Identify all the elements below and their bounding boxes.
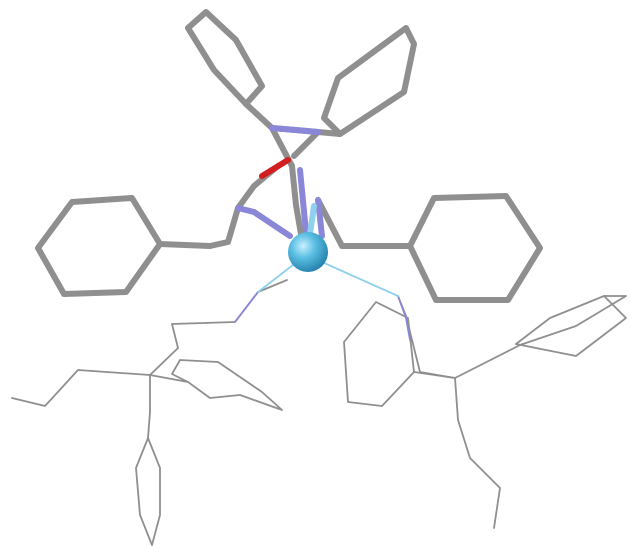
- wire-n-bond-right-2: [405, 317, 411, 341]
- stick-oxygen: [259, 157, 291, 179]
- stick-ring-left: [35, 195, 163, 297]
- stick-bridge-right: [291, 129, 343, 159]
- wire-arm-left: [149, 279, 288, 376]
- wire-phenyl-left: [149, 359, 283, 411]
- stick-ring-top-left: [185, 9, 265, 107]
- stick-ring-top-right: [321, 25, 417, 137]
- wire-arm-right: [397, 295, 456, 379]
- stick-bridge-left: [243, 101, 295, 169]
- stick-coordination: [307, 203, 317, 237]
- coordination-bond-right: [321, 261, 399, 297]
- wire-phenyl-bottom: [135, 374, 161, 546]
- stick-model: [35, 9, 543, 303]
- wire-n-bond-right: [397, 295, 407, 319]
- wire-chain-right: [413, 371, 501, 529]
- stick-chain-right: [315, 197, 413, 249]
- wireframe-fragments: [11, 257, 627, 546]
- wire-phenyl-right-a: [343, 301, 415, 407]
- stick-n-left-2: [235, 205, 257, 215]
- stick-n-top: [269, 125, 299, 133]
- stick-chain-left-lower: [207, 205, 241, 249]
- stick-n-right: [315, 197, 325, 239]
- stick-link-left: [157, 241, 213, 249]
- stick-backbone-center: [289, 163, 305, 243]
- stick-n-left: [251, 209, 293, 239]
- stick-ring-right: [407, 193, 543, 303]
- stick-n-top-2: [293, 127, 321, 135]
- metal-atom-sphere[interactable]: [288, 232, 328, 272]
- wire-n-bond-left: [234, 291, 259, 323]
- wire-ring-right: [515, 295, 627, 357]
- wire-chain: [11, 369, 151, 407]
- stick-n-center: [297, 167, 309, 235]
